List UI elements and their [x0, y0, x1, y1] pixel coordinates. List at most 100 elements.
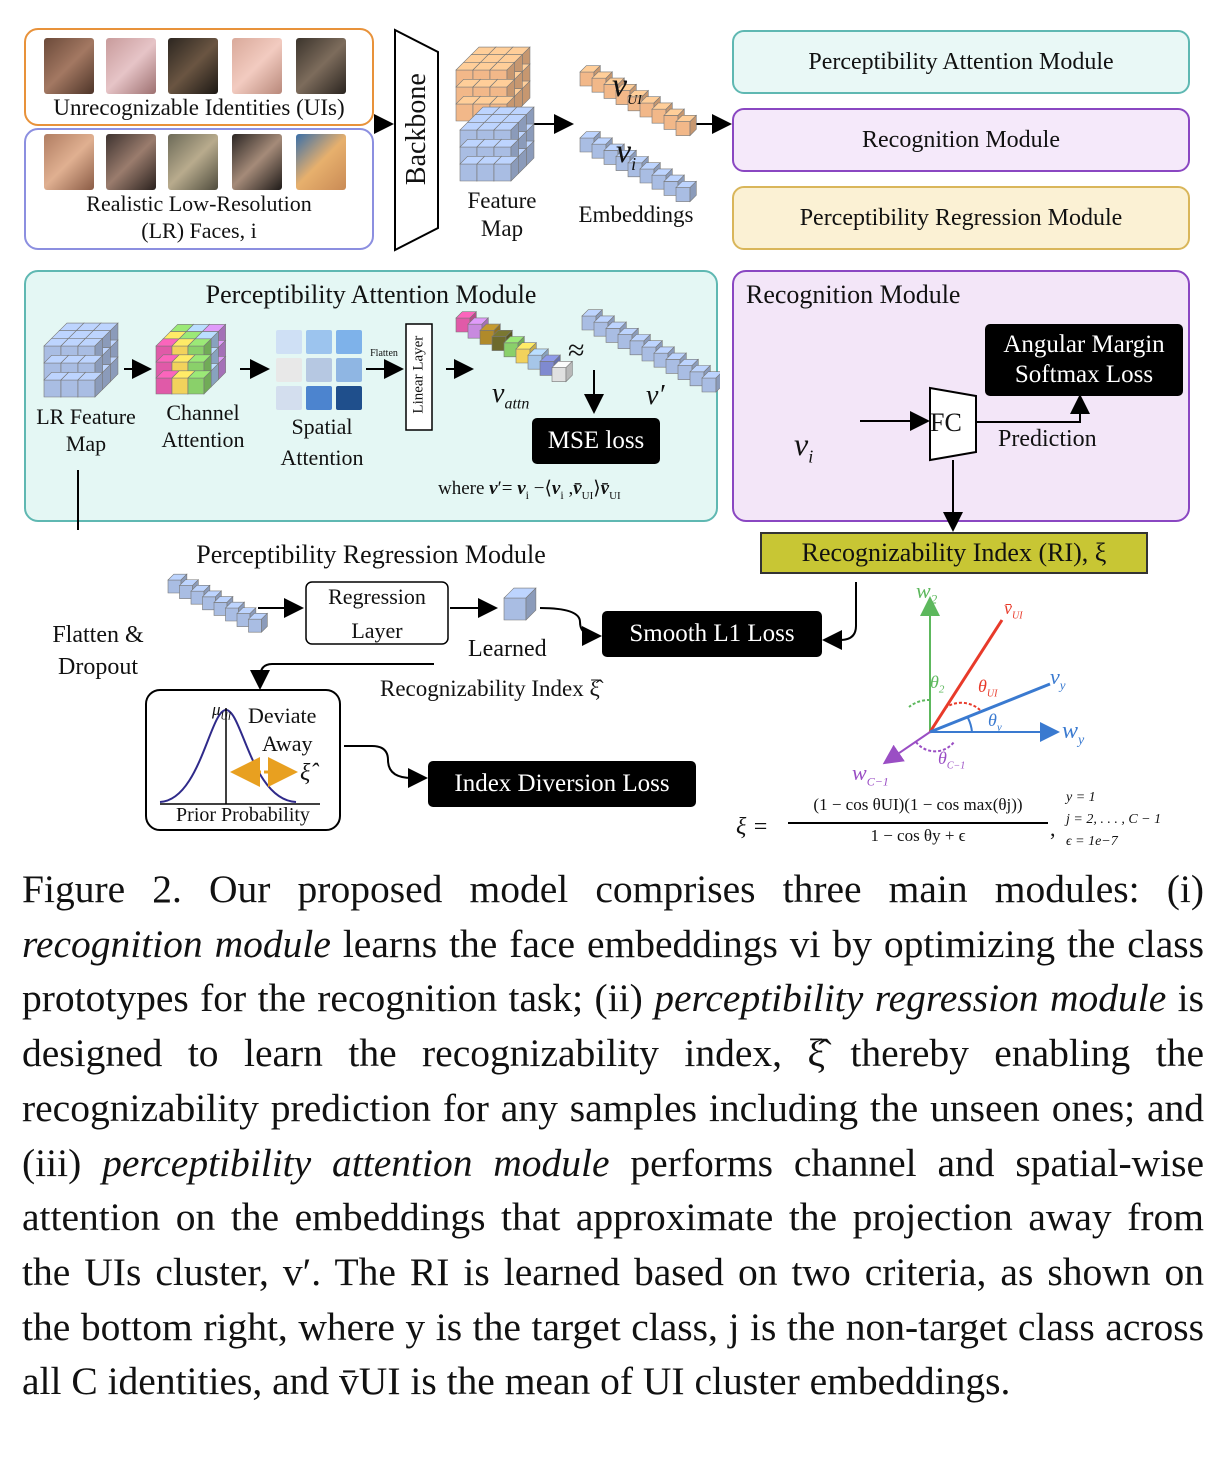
regression-title: Perceptibility Regression Module — [196, 540, 546, 569]
top-row-diagram — [374, 28, 732, 252]
thetay-label: θy — [988, 710, 1002, 734]
flatten-dropout-label-1: Flatten & — [52, 622, 144, 648]
v-prime-cube — [701, 371, 720, 379]
attention-diagram — [43, 308, 720, 530]
ui-face-3 — [168, 38, 218, 94]
embedding-cube — [675, 187, 691, 202]
channel-label-2: Attention — [161, 427, 245, 452]
spatial-attention-grid — [276, 330, 362, 410]
feature-map-blue-cubes — [459, 106, 535, 182]
fc-trapezoid — [929, 386, 977, 462]
spatial-label-2: Attention — [280, 445, 364, 470]
vui-vector — [928, 619, 1004, 733]
v-attn-cube — [551, 367, 567, 382]
fc-label: FC — [930, 408, 962, 437]
embedding-cube — [689, 180, 697, 203]
regression-input-vector — [167, 573, 269, 633]
vector-diagram — [882, 596, 1060, 765]
caption-em-1: recognition module — [22, 921, 331, 966]
angular-margin-line2: Softmax Loss — [1014, 361, 1154, 388]
feature-map-label-1: Feature — [467, 188, 537, 213]
formula-cond-3: ϵ = 1e−7 — [1066, 834, 1118, 849]
spatial-cell — [276, 386, 302, 410]
formula-cond-1: y = 1 — [1066, 790, 1096, 805]
v-ui-label: vUI — [612, 67, 642, 108]
recognition-diagram — [860, 386, 1090, 532]
flatten-small-label: Flatten — [370, 348, 398, 359]
regression-diagram — [145, 573, 857, 831]
reg-vector-cube — [225, 607, 239, 622]
lr-face-5 — [296, 134, 346, 190]
channel-cube — [203, 370, 212, 395]
thetac-label: θC−1 — [938, 748, 966, 772]
v-prime-vector — [581, 308, 720, 393]
channel-cube — [187, 377, 205, 395]
mu-ui-label: μUI — [212, 700, 232, 723]
spatial-cell — [306, 386, 332, 410]
learned-cube — [525, 587, 537, 621]
prior-probability-label: Prior Probability — [176, 804, 310, 826]
caption-part-2: learns the face embeddings vi by optimiz… — [22, 921, 1204, 1021]
embedding-blue — [579, 130, 698, 203]
index-diversion-loss-box: Index Diversion Loss — [428, 761, 696, 807]
lr-feature-label-1: LR Feature — [36, 404, 136, 429]
v-attn-cube — [565, 360, 573, 383]
lr-label-2: (LR) Faces, i — [141, 218, 257, 243]
spatial-cell — [306, 358, 332, 382]
thetaui-label: θUI — [978, 676, 998, 700]
module-regression-header: Perceptibility Regression Module — [732, 186, 1190, 250]
vy-vector — [929, 682, 1051, 734]
spatial-cell — [306, 330, 332, 354]
lr-feature-cube — [60, 379, 79, 398]
wy-label: wy — [1062, 718, 1085, 748]
w2-label: w2 — [916, 578, 938, 607]
ui-face-4 — [232, 38, 282, 94]
ui-face-5 — [296, 38, 346, 94]
formula-fraction-bar — [788, 822, 1048, 824]
caption-em-3: perceptibility attention module — [102, 1140, 610, 1185]
lr-feature-label-2: Map — [65, 431, 107, 456]
ri-box: Recognizability Index (RI), ξ — [760, 532, 1148, 574]
regression-layer-label-1: Regression — [328, 584, 426, 609]
wc-label: wC−1 — [852, 760, 889, 789]
v-i-rec-label: vi — [794, 426, 814, 467]
linear-layer-label: Linear Layer — [410, 335, 427, 414]
ri-label: Recognizability Index (RI), ξ — [801, 538, 1107, 567]
smooth-l1-loss-box: Smooth L1 Loss — [602, 611, 822, 657]
reg-vector-cube — [202, 596, 216, 611]
deviate-label-2: Away — [262, 731, 313, 756]
lr-face-4 — [232, 134, 282, 190]
prediction-label: Prediction — [998, 426, 1097, 452]
wc-axis — [882, 731, 931, 765]
lr-feature-cube — [43, 379, 62, 398]
learned-ri-label: Recognizability Index ξ̂ — [380, 676, 600, 701]
ui-face-2 — [106, 38, 156, 94]
embedding-cube — [675, 121, 691, 136]
lr-feature-cube — [94, 371, 103, 398]
module-recognition-header: Recognition Module — [732, 108, 1190, 172]
feature-cube — [510, 155, 519, 182]
where-formula: where v′= vi −⟨vi ,v̄UI⟩v̄UI — [438, 478, 621, 502]
feature-cube — [493, 163, 512, 182]
channel-attention-cubes — [155, 323, 227, 395]
lr-feature-map-cubes — [43, 322, 119, 398]
learned-cube — [503, 597, 527, 621]
formula-cond-2: j = 2, . . . , C − 1 — [1066, 812, 1162, 827]
ui-faces-box — [24, 28, 374, 126]
embeddings-label: Embeddings — [578, 202, 694, 227]
linear-layer-box — [405, 323, 433, 431]
feature-cube — [476, 163, 495, 182]
deviate-label-1: Deviate — [248, 703, 317, 728]
v-i-label: vi — [616, 133, 637, 174]
attention-title: Perceptibility Attention Module — [205, 280, 537, 309]
lr-feature-cube — [77, 379, 96, 398]
ui-label: Unrecognizable Identities (UIs) — [53, 95, 345, 120]
spatial-cell — [336, 330, 362, 354]
reg-vector-cube — [190, 590, 205, 605]
learned-ri-cube — [503, 587, 537, 621]
lr-face-1 — [44, 134, 94, 190]
vy-label: vy — [1050, 664, 1066, 693]
v-attn-vector — [455, 310, 574, 383]
channel-cube — [155, 377, 173, 395]
reg-vector-cube — [167, 579, 182, 594]
